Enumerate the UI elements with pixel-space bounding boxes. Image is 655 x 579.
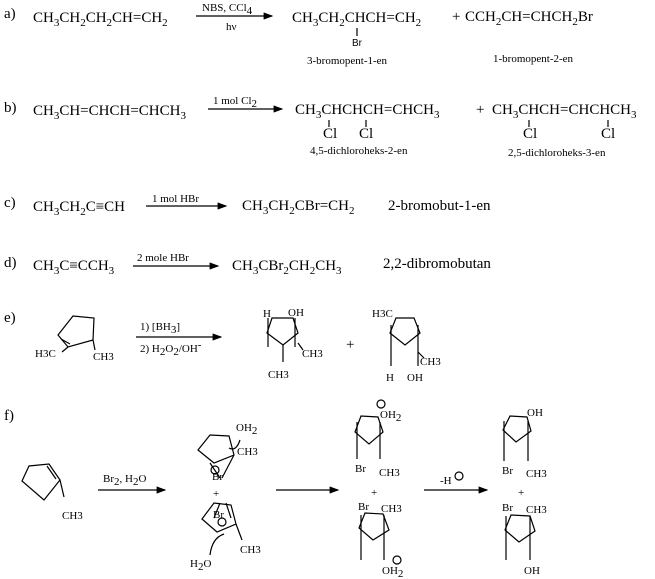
d-reactant: CH3C≡CCH3 bbox=[33, 258, 115, 277]
d-condition-top: 2 mole HBr bbox=[137, 252, 189, 264]
e-reactant-ch3: CH3 bbox=[93, 351, 114, 363]
e-product2-h3c: H3C bbox=[372, 308, 393, 320]
f-intermediate4-br: Br bbox=[358, 501, 369, 513]
e-product1-ch3-bottom: CH3 bbox=[268, 369, 289, 381]
f-intermediate2-ring bbox=[201, 502, 243, 556]
f-intermediate2-ch3: CH3 bbox=[240, 544, 261, 556]
f-product1-oh: OH bbox=[527, 407, 543, 419]
b-product2-cl2: Cl bbox=[601, 126, 615, 142]
f-product2-ch3: CH3 bbox=[526, 504, 547, 516]
e-product1-ch3-right: CH3 bbox=[302, 348, 323, 360]
e-product2-oh: OH bbox=[407, 372, 423, 384]
a-plus: + bbox=[452, 9, 460, 25]
f-intermediate3-oh2: OH2 bbox=[380, 409, 401, 424]
label-c: c) bbox=[4, 195, 16, 211]
f-intermediate1-br: Br bbox=[212, 471, 223, 483]
a-reactant: CH3CH2CH2CH=CH2 bbox=[33, 10, 168, 29]
e-condition-top: 1) [BH3] bbox=[140, 321, 180, 336]
f-intermediate3-charge bbox=[376, 399, 386, 409]
b-product1-cl1: Cl bbox=[323, 126, 337, 142]
f-product-plus: + bbox=[518, 487, 524, 499]
b-product1-name: 4,5-dichloroheks-2-en bbox=[310, 145, 408, 157]
b-product1-cl2: Cl bbox=[359, 126, 373, 142]
f-proton-charge bbox=[454, 471, 464, 481]
b-condition-top: 1 mol Cl2 bbox=[213, 95, 257, 110]
label-a: a) bbox=[4, 6, 16, 22]
a-product1: CH3CH2CHCH=CH2 bbox=[292, 10, 421, 29]
c-product-name: 2-bromobut-1-en bbox=[388, 198, 491, 214]
e-product2-ch3: CH3 bbox=[420, 356, 441, 368]
e-product1-ring bbox=[266, 317, 304, 362]
f-intermediate4-ring bbox=[358, 512, 390, 560]
e-reactant-ring bbox=[57, 315, 96, 353]
e-product1-oh: OH bbox=[288, 307, 304, 319]
a-condition-top: NBS, CCl4 bbox=[202, 2, 253, 17]
c-product: CH3CH2CBr=CH2 bbox=[242, 198, 355, 217]
f-intermediate2-br: Br bbox=[213, 509, 224, 521]
e-plus: + bbox=[346, 337, 354, 353]
a-product1-substituent: Br bbox=[352, 38, 363, 49]
f-product1-ring bbox=[502, 415, 532, 461]
f-product2-br: Br bbox=[502, 502, 513, 514]
label-f: f) bbox=[4, 408, 14, 424]
f-intermediate3-ring bbox=[354, 415, 384, 459]
f-intermediate4-oh2: OH2 bbox=[382, 565, 403, 579]
f-intermediate4-charge bbox=[392, 555, 402, 565]
b-product1: CH3CHCHCH=CHCH3 bbox=[295, 102, 440, 121]
e-product2-h: H bbox=[386, 372, 394, 384]
d-product-name: 2,2-dibromobutan bbox=[383, 256, 491, 272]
c-condition-top: 1 mol HBr bbox=[152, 193, 199, 205]
e-product1-h: H bbox=[263, 308, 271, 320]
f-intermediate3-br: Br bbox=[355, 463, 366, 475]
f-product2-oh: OH bbox=[524, 565, 540, 577]
f-intermediate1-ch3: CH3 bbox=[237, 446, 258, 458]
f-intermediate1-charge bbox=[210, 465, 220, 475]
f-condition-final: -H bbox=[440, 475, 452, 487]
e-condition-bottom: 2) H2O2/OH- bbox=[140, 339, 202, 358]
f-intermediate2-charge bbox=[217, 517, 227, 527]
f-intermediate-plus: + bbox=[213, 488, 219, 500]
b-reactant: CH3CH=CHCH=CHCH3 bbox=[33, 103, 186, 122]
f-intermediate3-ch3: CH3 bbox=[379, 467, 400, 479]
f-intermediate34-plus: + bbox=[371, 487, 377, 499]
a-product2-name: 1-bromopent-2-en bbox=[493, 53, 574, 65]
e-reactant-h3c: H3C bbox=[35, 348, 56, 360]
a-product1-name: 3-bromopent-1-en bbox=[307, 55, 388, 67]
f-product1-br: Br bbox=[502, 465, 513, 477]
label-d: d) bbox=[4, 255, 17, 271]
b-plus: + bbox=[476, 102, 484, 118]
f-intermediate2-h2o: H2O bbox=[190, 558, 211, 573]
f-intermediate1-oh2: OH2 bbox=[236, 422, 257, 437]
f-reactant-ring bbox=[21, 463, 65, 501]
label-e: e) bbox=[4, 310, 16, 326]
b-product2: CH3CHCH=CHCHCH3 bbox=[492, 102, 637, 121]
f-reactant-ch3: CH3 bbox=[62, 510, 83, 522]
e-product2-ring bbox=[389, 317, 425, 366]
a-product2: CCH2CH=CHCH2Br bbox=[465, 9, 593, 28]
b-product2-name: 2,5-dichloroheks-3-en bbox=[508, 147, 606, 159]
c-reactant: CH3CH2C≡CH bbox=[33, 199, 125, 218]
f-product1-ch3: CH3 bbox=[526, 468, 547, 480]
f-product2-ring bbox=[504, 514, 536, 560]
f-intermediate4-ch3: CH3 bbox=[381, 503, 402, 515]
d-product: CH3CBr2CH2CH3 bbox=[232, 258, 342, 277]
b-product2-cl1: Cl bbox=[523, 126, 537, 142]
label-b: b) bbox=[4, 100, 17, 116]
a-condition-bottom: hν bbox=[226, 21, 237, 33]
f-condition-top: Br2, H2O bbox=[103, 473, 146, 488]
f-intermediate1-ring bbox=[197, 434, 241, 479]
